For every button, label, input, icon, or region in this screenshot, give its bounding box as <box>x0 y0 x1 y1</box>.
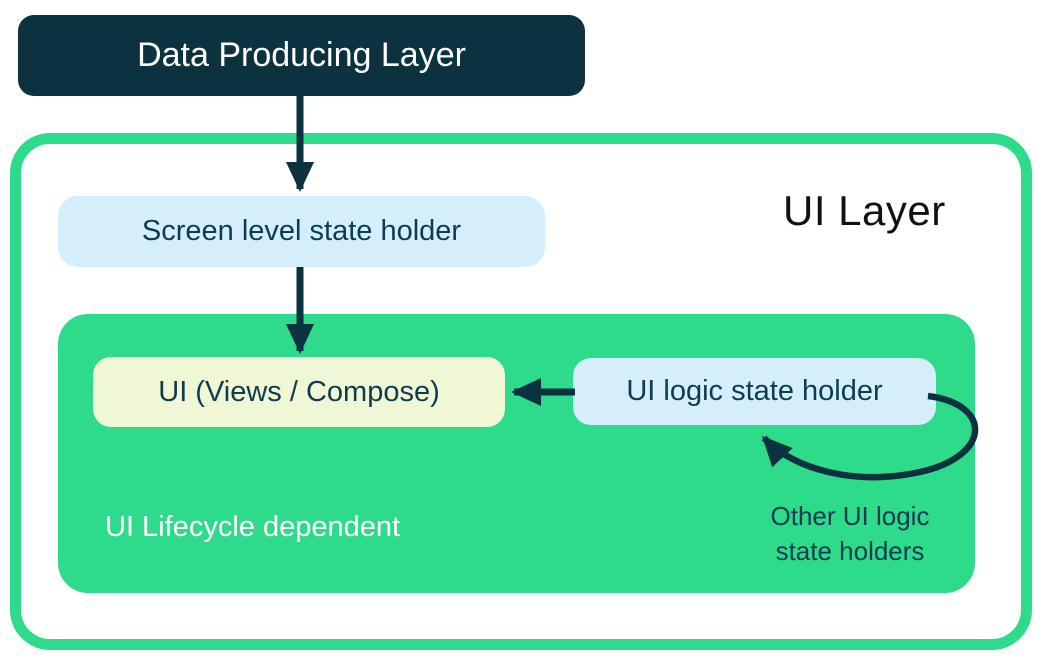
screen-level-state-holder-box: Screen level state holder <box>58 196 545 267</box>
data-producing-layer-label: Data Producing Layer <box>137 36 466 74</box>
ui-views-compose-label: UI (Views / Compose) <box>158 375 440 408</box>
screen-level-state-holder-label: Screen level state holder <box>141 215 462 247</box>
other-ui-logic-state-holders-label: Other UI logic state holders <box>715 499 985 569</box>
ui-logic-state-holder-label: UI logic state holder <box>626 375 883 407</box>
ui-logic-state-holder-box: UI logic state holder <box>573 358 936 425</box>
ui-layer-title: UI Layer <box>783 187 946 234</box>
other-ui-logic-state-holders-line2: state holders <box>775 536 925 566</box>
other-ui-logic-state-holders-line1: Other UI logic <box>770 501 930 531</box>
ui-lifecycle-dependent-label: UI Lifecycle dependent <box>105 511 401 543</box>
data-producing-layer-box: Data Producing Layer <box>18 15 585 96</box>
ui-views-compose-box: UI (Views / Compose) <box>93 357 505 427</box>
